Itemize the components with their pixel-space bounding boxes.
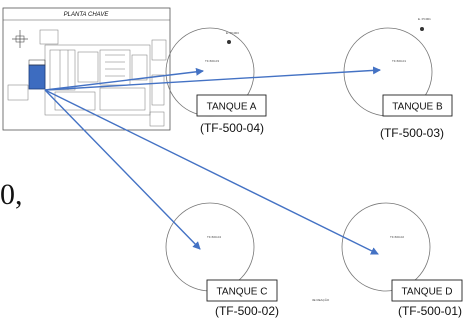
tank-b-tag: (TF-500-03) [380,126,444,140]
tank-label-b: TANQUE B (TF-500-03) [380,94,453,140]
tank-b-circle-tag: TF-500-01 [392,59,406,63]
tank-label-d: TANQUE D (TF-500-01) [391,279,463,318]
tank-label-a: TANQUE A (TF-500-04) [196,94,267,135]
tank-c-circle-tag: TF-500-04 [207,235,221,239]
fragment-text: 0, [0,178,23,211]
marker-a-icon [227,40,231,44]
tank-a-circle-tag: TF-500-03 [205,59,219,63]
arrows [44,66,381,255]
highlighted-area-cap [28,59,46,66]
highlighted-area [28,64,46,90]
arrow-to-tank-c [44,89,201,250]
tank-circle-d: TF-500-02 [341,202,431,292]
tank-label-c: TANQUE C (TF-500-02) [206,279,279,318]
tank-c-tag: (TF-500-02) [215,304,279,318]
marker-b-label: E. PC001 [418,17,431,21]
key-plan-frame [2,7,171,131]
arrow-to-tank-d [44,89,379,255]
arrow-to-tank-b [44,66,381,91]
tank-circle-c: TF-500-04 [165,202,255,292]
north-arrow-icon [12,30,28,48]
bottom-note: 3E REAÇÃO [312,297,330,302]
arrow-to-tank-a [44,67,204,91]
marker-b-icon [420,27,424,31]
tank-d-tag: (TF-500-01) [398,304,462,318]
tank-d-circle-tag: TF-500-02 [390,235,404,239]
marker-a-label: E. PC003 [226,31,239,35]
tank-c-name: TANQUE C [217,287,268,298]
key-plan: PLANTA CHAVE [2,7,171,131]
tank-a-name: TANQUE A [207,102,257,113]
key-plan-title: PLANTA CHAVE [64,12,110,18]
tank-b-name: TANQUE B [392,102,443,113]
tank-d-name: TANQUE D [402,287,453,298]
tank-a-tag: (TF-500-04) [200,121,264,135]
